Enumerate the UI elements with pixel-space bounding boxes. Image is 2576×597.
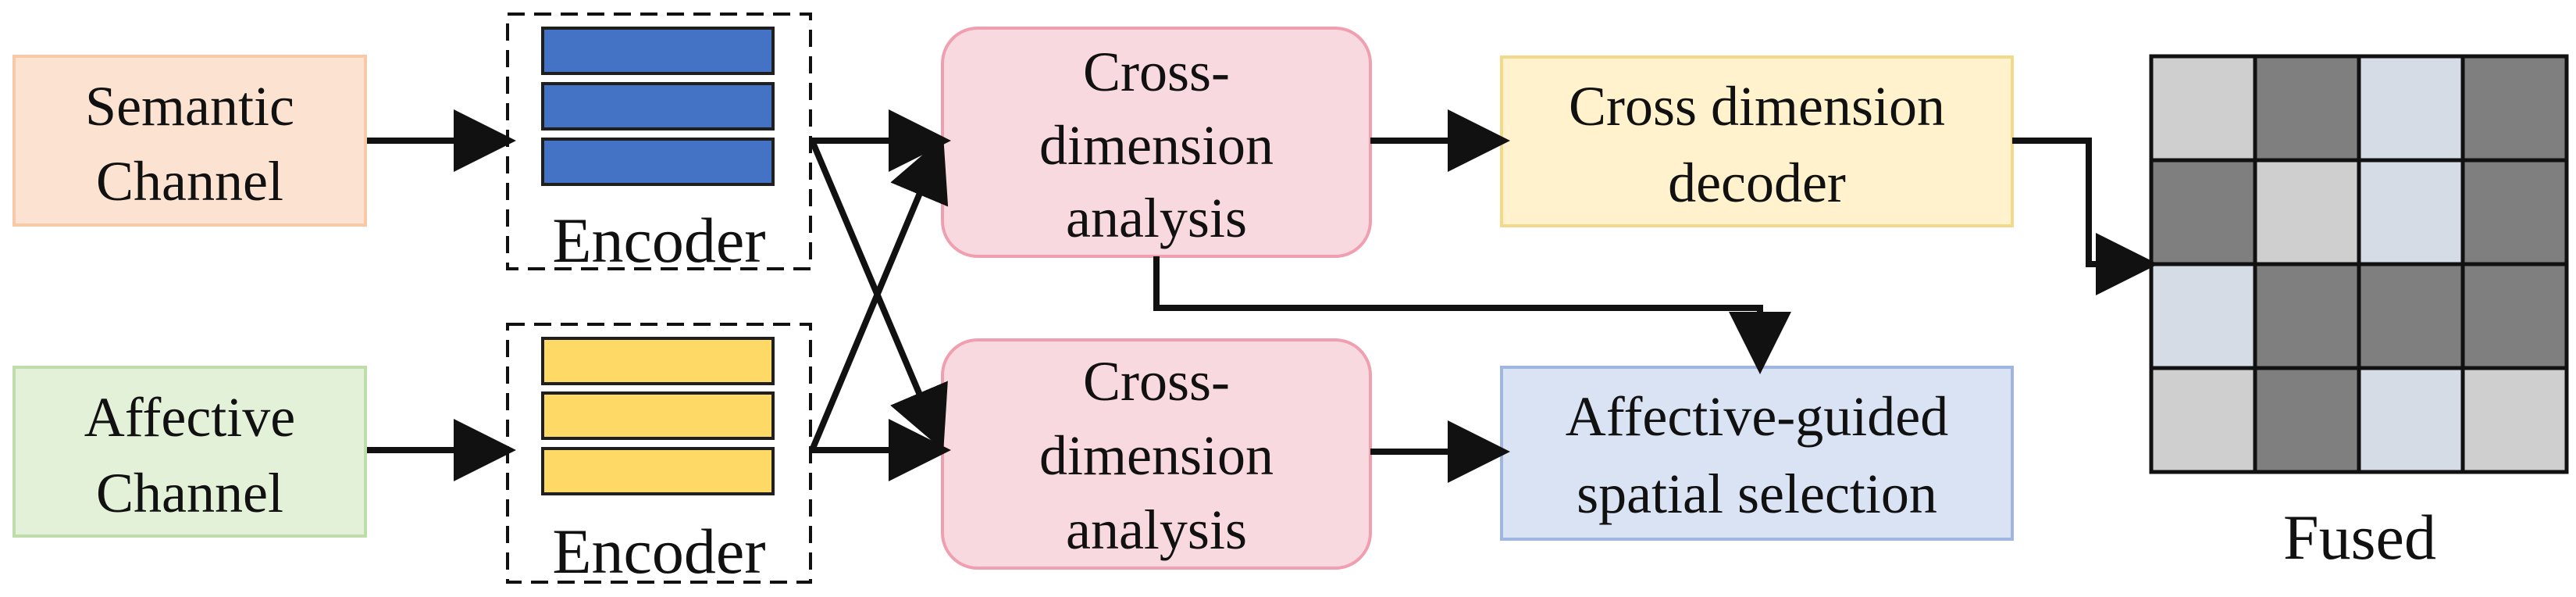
encoder-top-layer — [541, 82, 775, 130]
fused-grid-cell — [2253, 262, 2361, 370]
fused-feature-grid — [2149, 54, 2569, 474]
analysis-bottom-line2: dimension — [1039, 424, 1274, 487]
affective-channel-label-line2: Channel — [96, 462, 283, 524]
analysis-bottom-line3: analysis — [1066, 499, 1247, 561]
fused-grid-cell — [2357, 54, 2465, 163]
arrow-encoder-bottom-to-analysis-top — [809, 137, 949, 452]
encoder-bottom-layer — [541, 391, 775, 440]
arrow-encoder-top-to-analysis-bottom — [809, 139, 948, 451]
arrow-analysis-top-to-selection — [1153, 256, 1791, 374]
encoder-top-label: Encoder — [552, 205, 765, 276]
cross-dimension-analysis-top: Cross- dimension analysis — [941, 27, 1372, 258]
decoder-label-line2: decoder — [1668, 152, 1846, 214]
fused-grid-cell — [2460, 158, 2569, 266]
fused-grid-cell — [2460, 54, 2569, 163]
arrow-decoder-to-fused — [2012, 138, 2158, 295]
affective-guided-selection-node: Affective-guided spatial selection — [1500, 366, 2014, 541]
fused-grid-cell — [2460, 262, 2569, 370]
encoder-top-layer — [541, 27, 775, 75]
selection-label-line1: Affective-guided — [1566, 385, 1948, 448]
fused-grid-cell — [2357, 262, 2465, 370]
encoder-bottom-layer — [541, 337, 775, 385]
semantic-channel-label-line1: Semantic — [85, 75, 294, 138]
fused-grid-cell — [2253, 158, 2361, 266]
analysis-bottom-line1: Cross- — [1083, 350, 1230, 413]
analysis-top-line3: analysis — [1066, 187, 1247, 249]
semantic-channel-node: Semantic Channel — [12, 55, 367, 227]
fused-grid-cell — [2357, 366, 2465, 474]
fused-grid-cell — [2253, 366, 2361, 474]
fused-grid-cell — [2149, 158, 2257, 266]
fused-grid-cell — [2357, 158, 2465, 266]
encoder-top-layer — [541, 138, 775, 186]
encoder-top: Encoder — [506, 13, 812, 276]
cross-dimension-analysis-bottom: Cross- dimension analysis — [941, 338, 1372, 570]
fused-grid-cell — [2149, 366, 2257, 474]
affective-channel-node: Affective Channel — [12, 366, 367, 538]
connectors — [367, 109, 2158, 483]
fused-grid-cell — [2460, 366, 2569, 474]
fused-grid-cell — [2149, 54, 2257, 163]
fused-grid-cell — [2149, 262, 2257, 370]
fused-label: Fused — [2283, 502, 2436, 573]
semantic-channel-label-line2: Channel — [96, 150, 283, 213]
cross-dimension-decoder-node: Cross dimension decoder — [1500, 55, 2014, 227]
encoder-bottom-label: Encoder — [552, 516, 765, 587]
fused-grid-cell — [2253, 54, 2361, 163]
affective-channel-label-line1: Affective — [84, 386, 296, 449]
analysis-top-line1: Cross- — [1083, 41, 1230, 103]
selection-label-line2: spatial selection — [1577, 463, 1937, 525]
encoder-bottom: Encoder — [506, 323, 812, 587]
encoder-bottom-layer — [541, 447, 775, 495]
decoder-label-line1: Cross dimension — [1569, 75, 1945, 138]
analysis-top-line2: dimension — [1039, 114, 1274, 177]
